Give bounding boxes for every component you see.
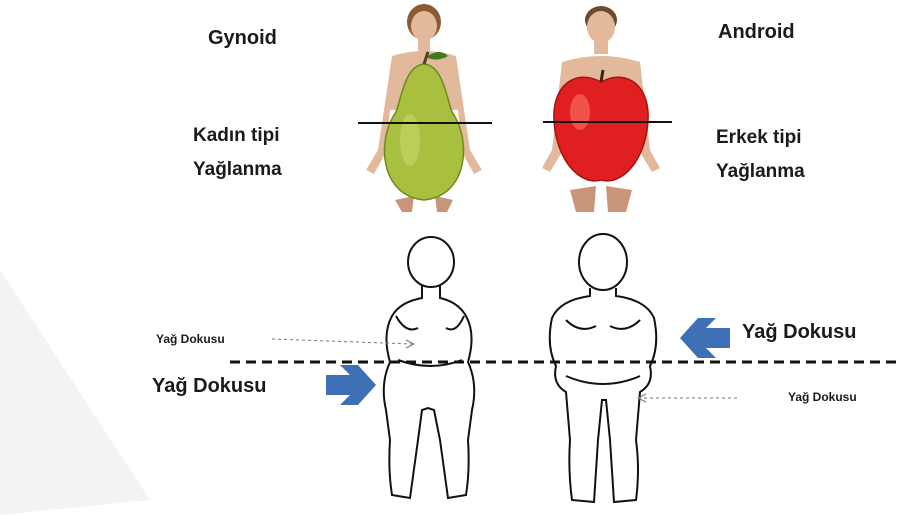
gynoid-label: Gynoid bbox=[208, 26, 277, 51]
female-outline-icon bbox=[384, 237, 475, 498]
fat-tissue-label-small-right: Yağ Dokusu bbox=[788, 390, 857, 405]
fat-tissue-label-big-left: Yağ Dokusu bbox=[152, 374, 266, 399]
female-fat-label: Yağlanma bbox=[193, 158, 282, 182]
male-type-label: Erkek tipi bbox=[716, 126, 802, 150]
fat-tissue-label-small-left: Yağ Dokusu bbox=[156, 332, 225, 347]
fat-tissue-label-big-right: Yağ Dokusu bbox=[742, 320, 856, 345]
blue-arrow-icon bbox=[680, 318, 730, 358]
male-fat-label: Yağlanma bbox=[716, 160, 805, 184]
android-label: Android bbox=[718, 20, 795, 45]
male-outline-icon bbox=[550, 234, 657, 502]
blue-arrow-icon bbox=[326, 365, 376, 405]
female-type-label: Kadın tipi bbox=[193, 124, 280, 148]
